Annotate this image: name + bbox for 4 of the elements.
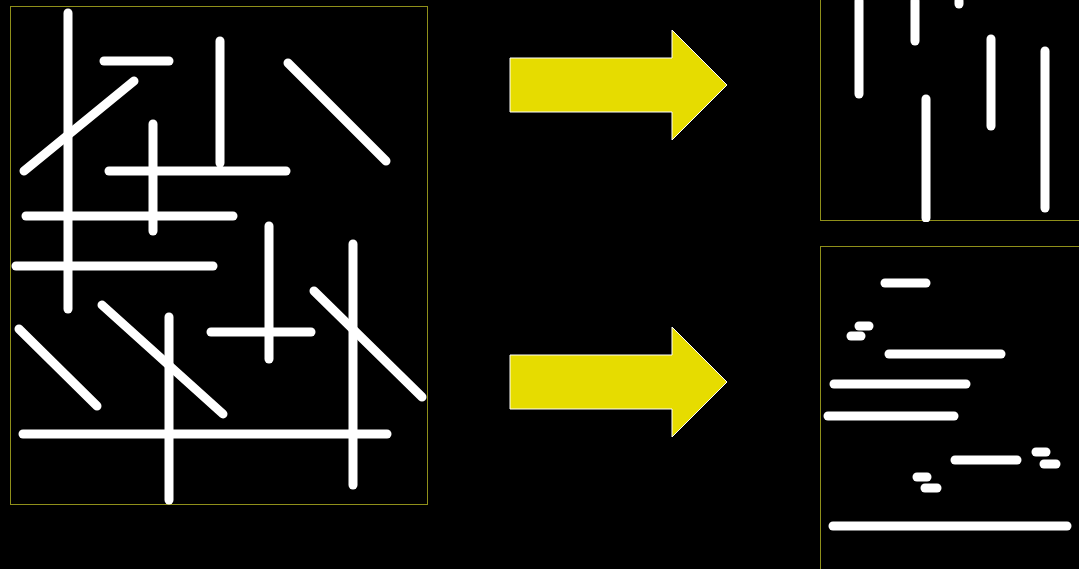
line-image-panel [820,0,1079,221]
block-arrow [509,326,728,438]
block-arrow [509,29,728,141]
line-image-panel [820,246,1079,569]
